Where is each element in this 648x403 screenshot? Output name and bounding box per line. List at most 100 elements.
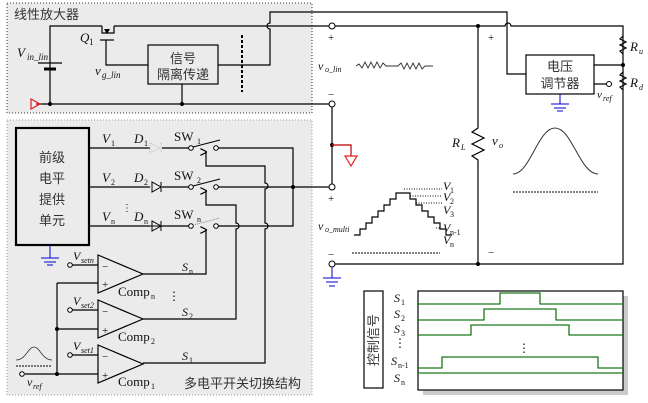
svg-text:v: v (597, 89, 602, 101)
svg-text:+: + (102, 325, 108, 337)
svg-text:⋮: ⋮ (168, 289, 180, 303)
svg-text:1: 1 (189, 356, 193, 365)
svg-text:−: − (102, 351, 108, 363)
svg-text:3: 3 (401, 329, 405, 338)
svg-text:V: V (102, 131, 112, 146)
svg-text:+: + (328, 193, 334, 205)
wire-top-line (49, 22, 624, 265)
svg-text:−: − (488, 247, 494, 259)
svg-text:V: V (73, 249, 82, 263)
output-terminals (323, 22, 359, 287)
svg-text:2: 2 (151, 337, 155, 346)
svg-text:⋮: ⋮ (394, 336, 406, 350)
svg-text:S: S (182, 305, 188, 319)
svg-text:V: V (73, 339, 82, 353)
svg-text:1: 1 (401, 298, 405, 307)
svg-text:L: L (460, 143, 466, 152)
svg-text:V: V (102, 170, 112, 185)
diode-d1-icon (149, 142, 162, 154)
svg-text:2: 2 (189, 312, 193, 321)
svg-text:g_lin: g_lin (102, 70, 121, 80)
svg-text:+: + (488, 32, 494, 44)
resistor-rd (618, 71, 628, 91)
svg-text:⋮: ⋮ (122, 203, 132, 214)
svg-text:D: D (133, 170, 144, 185)
svg-text:单元: 单元 (39, 214, 65, 229)
svg-text:−: − (328, 249, 334, 261)
svg-text:v: v (27, 375, 33, 389)
svg-text:1: 1 (450, 186, 454, 195)
svg-text:隔离传递: 隔离传递 (157, 67, 209, 83)
svg-text:V: V (443, 190, 452, 204)
svg-text:电压: 电压 (547, 60, 573, 75)
svg-text:1: 1 (151, 382, 155, 391)
svg-text:n-1: n-1 (398, 361, 409, 370)
output-gaussian-waveform (512, 127, 599, 175)
svg-text:⋮: ⋮ (518, 341, 530, 355)
svg-text:ref: ref (603, 94, 613, 103)
svg-text:o_lin: o_lin (325, 65, 341, 74)
ground-icon (551, 94, 569, 112)
svg-text:D: D (133, 209, 144, 224)
diode-dn-icon (142, 220, 173, 232)
svg-text:−: − (102, 306, 108, 318)
svg-text:Q: Q (80, 30, 90, 45)
svg-text:+: + (102, 370, 108, 382)
svg-text:n: n (111, 217, 115, 226)
svg-text:V: V (443, 233, 452, 247)
svg-text:V: V (73, 294, 82, 308)
svg-text:S: S (182, 260, 188, 274)
svg-text:setn: setn (81, 256, 94, 265)
svg-text:v: v (318, 219, 324, 233)
svg-text:n: n (450, 240, 454, 249)
svg-text:V: V (443, 221, 452, 235)
svg-text:电平: 电平 (39, 172, 65, 187)
svg-text:R: R (629, 75, 638, 90)
svg-text:2: 2 (450, 197, 454, 206)
svg-text:3: 3 (450, 210, 454, 219)
staircase-waveform (354, 192, 452, 236)
svg-text:前级: 前级 (39, 150, 65, 166)
svg-text:V: V (443, 203, 452, 217)
svg-text:in_lin: in_lin (27, 52, 49, 62)
svg-text:1: 1 (197, 137, 201, 146)
isolation-block (147, 44, 219, 85)
svg-text:ref: ref (33, 382, 43, 391)
svg-text:2: 2 (144, 178, 148, 187)
svg-text:o_multi: o_multi (325, 225, 349, 234)
svg-text:R: R (629, 39, 638, 54)
comparators: ⋮ (15, 254, 180, 384)
svg-text:n: n (189, 267, 193, 276)
linear-amp-title: 线性放大器 (14, 8, 79, 23)
svg-text:S: S (394, 322, 400, 336)
svg-text:信号: 信号 (170, 52, 196, 67)
svg-text:v: v (492, 133, 498, 148)
svg-text:Comp: Comp (118, 329, 150, 344)
svg-text:−: − (328, 89, 334, 101)
svg-text:n: n (151, 292, 155, 301)
load-resistor-rl (470, 26, 486, 264)
svg-text:S: S (394, 291, 400, 305)
svg-text:控制信号: 控制信号 (367, 314, 382, 366)
svg-text:SW: SW (174, 168, 194, 183)
svg-text:R: R (451, 135, 460, 150)
svg-text:n: n (144, 217, 148, 226)
svg-text:v: v (95, 63, 101, 78)
control-signal-title-box (363, 290, 384, 389)
linear-waveform-icon (355, 60, 433, 71)
svg-text:V: V (443, 179, 452, 193)
svg-text:1: 1 (144, 139, 148, 148)
multilevel-title: 多电平开关切换结构 (184, 376, 301, 392)
svg-text:SW: SW (174, 129, 194, 144)
svg-text:+: + (102, 279, 108, 291)
switches (143, 139, 329, 364)
svg-text:调节器: 调节器 (540, 77, 579, 92)
svg-text:1: 1 (111, 139, 115, 148)
svg-text:2: 2 (401, 314, 405, 323)
svg-text:2: 2 (197, 176, 201, 185)
